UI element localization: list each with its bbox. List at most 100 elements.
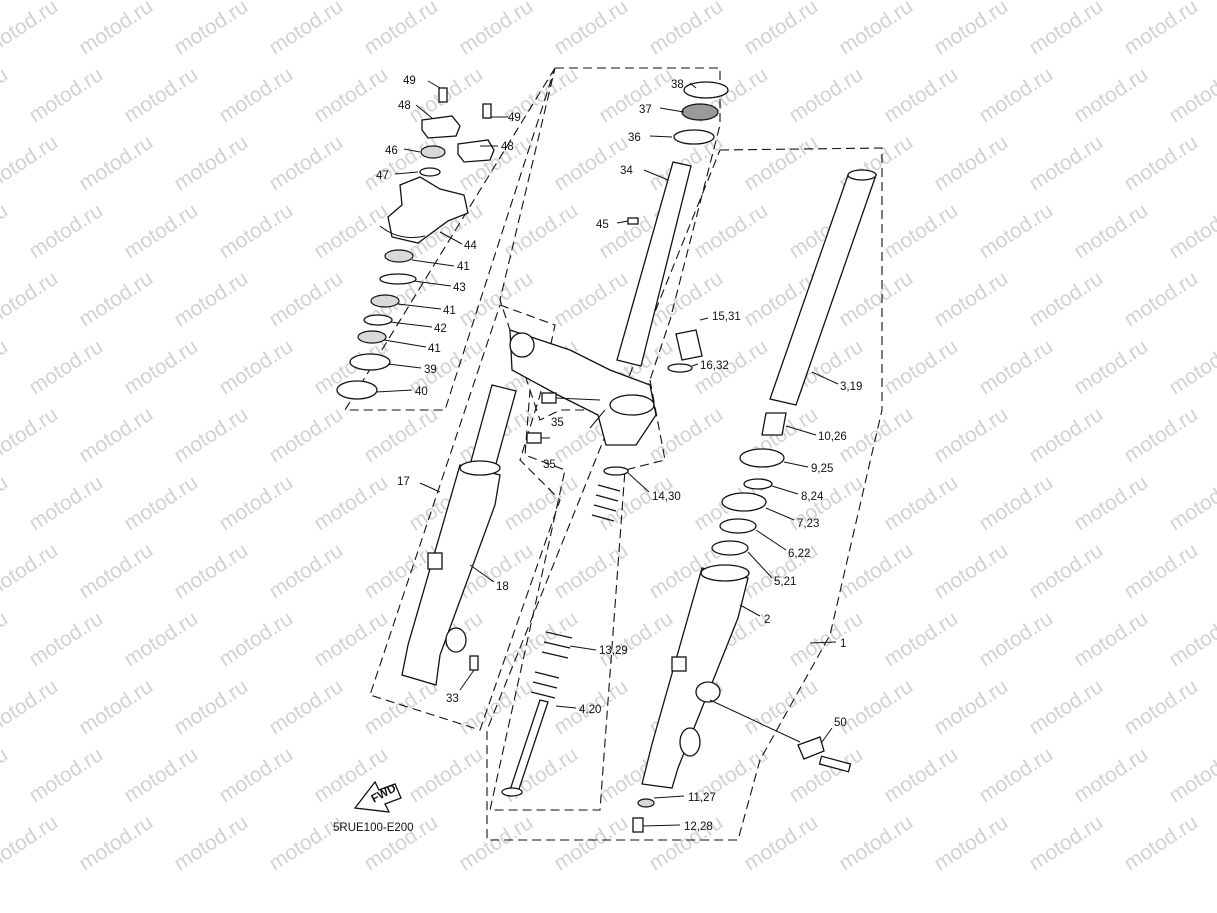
callout-17: 17: [397, 476, 410, 488]
callout-40: 40: [415, 386, 428, 398]
right-axle-lug: [695, 681, 721, 703]
callout-35: 35: [543, 459, 556, 471]
bearing-37: [681, 103, 719, 121]
bushing-10-26: [761, 412, 787, 436]
steering-stem-34: [616, 161, 692, 367]
lock-washer-43: [379, 273, 417, 285]
washer-14-30: [603, 466, 629, 476]
bolt-35b: [526, 432, 542, 444]
callout-50: 50: [834, 717, 847, 729]
clip-8-24: [743, 478, 773, 490]
lower-bracket-left-eye: [509, 332, 535, 358]
callout-35: 35: [551, 417, 564, 429]
right-fork-outline: [486, 147, 883, 841]
spring-13-29: [541, 631, 573, 659]
callout-18: 18: [496, 581, 509, 593]
cap-bolt-15-31: [675, 329, 703, 361]
left-axle-lug: [445, 627, 467, 653]
callout-43: 43: [453, 282, 466, 294]
callout-33: 33: [446, 693, 459, 705]
callout-12-28: 12,28: [684, 821, 713, 833]
callout-44: 44: [464, 240, 477, 252]
outer-tube-18: [401, 464, 501, 686]
callout-39: 39: [424, 364, 437, 376]
steering-stem-assembly: [509, 81, 729, 446]
callout-10-26: 10,26: [818, 431, 847, 443]
oil-seal-7-23: [721, 492, 767, 512]
callout-48: 48: [398, 100, 411, 112]
callout-41: 41: [428, 343, 441, 355]
bearing-40: [336, 380, 378, 400]
callout-49: 49: [403, 75, 416, 87]
inner-parts-outline: [489, 379, 666, 811]
callout-7-23: 7,23: [797, 518, 819, 530]
callout-6-22: 6,22: [788, 548, 810, 560]
callout-13-29: 13,29: [599, 645, 628, 657]
callout-14-30: 14,30: [652, 491, 681, 503]
lower-bracket: [509, 329, 657, 446]
callout-45: 45: [596, 219, 609, 231]
callout-4-20: 4,20: [579, 704, 601, 716]
left-fork-boss: [427, 552, 443, 570]
clamp-50: [797, 736, 825, 760]
left-fork-outline: [369, 304, 561, 731]
callout-5-21: 5,21: [774, 576, 796, 588]
callout-49: 49: [508, 112, 521, 124]
callout-9-25: 9,25: [811, 463, 833, 475]
callout-41: 41: [443, 305, 456, 317]
inner-tube-3-19: [769, 174, 877, 406]
steering-nut-stack: [336, 249, 417, 400]
callout-41: 41: [457, 261, 470, 273]
diagram-code: 5RUE100-E200: [333, 822, 414, 834]
callout-34: 34: [620, 165, 633, 177]
callout-37: 37: [639, 104, 652, 116]
callout-48: 48: [501, 141, 514, 153]
upper-bracket-outline: [344, 67, 556, 411]
damper-rod-4-20: [509, 699, 549, 793]
seal-9-25: [739, 448, 785, 468]
damper-rod-base: [501, 787, 523, 797]
inner-tube-top: [847, 169, 877, 181]
callout-38: 38: [671, 79, 684, 91]
callout-46: 46: [385, 145, 398, 157]
outer-tube-top: [459, 460, 501, 476]
ring-nut-41a: [384, 249, 414, 263]
right-fork-boss: [671, 656, 687, 672]
washer-47: [419, 167, 441, 177]
bolt-49-left: [438, 87, 448, 103]
callout-42: 42: [434, 323, 447, 335]
o-ring-16-32: [667, 363, 693, 373]
washer-6-22: [719, 518, 757, 534]
callout-36: 36: [628, 132, 641, 144]
right-fork-leg: [632, 169, 877, 833]
cover-39: [349, 353, 391, 371]
race-36: [673, 129, 715, 145]
right-fork-foot: [679, 727, 701, 757]
bushing-5-21: [711, 540, 749, 556]
inner-tube-17: [469, 384, 517, 472]
callout-3-19: 3,19: [840, 381, 862, 393]
outer-tube-2: [641, 567, 749, 789]
callout-16-32: 16,32: [700, 360, 729, 372]
steering-group-outline: [499, 67, 721, 421]
washer-11-27: [637, 798, 655, 808]
callout-47: 47: [376, 170, 389, 182]
fwd-arrow-icon: FWD: [353, 780, 402, 813]
spring-damper-assembly: [501, 466, 629, 797]
rebound-spring: [530, 671, 560, 699]
leader-lines: [375, 80, 839, 827]
holder-upper-48a: [421, 115, 461, 139]
callout-15-31: 15,31: [712, 311, 741, 323]
washer-42: [363, 314, 393, 326]
nut-46: [420, 145, 446, 159]
callout-1: 1: [840, 638, 846, 650]
holder-upper-48b: [457, 139, 495, 163]
left-fork-leg: [401, 384, 517, 686]
outer-tube-top-2: [700, 564, 750, 582]
bolt-12-28: [632, 817, 644, 833]
holder-bracket-line: [379, 225, 426, 239]
callout-labels: 49 48 49 48 46 47 44 41 43 41 42 41 39 4…: [333, 75, 862, 834]
ring-nut-41b: [370, 294, 400, 308]
lower-bracket-right-eye: [609, 394, 655, 416]
